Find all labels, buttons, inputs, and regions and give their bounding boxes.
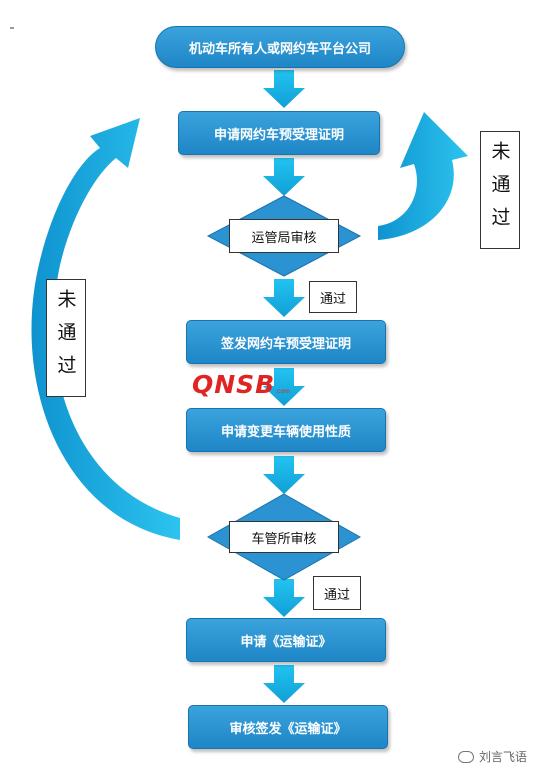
passed-label-2-text: 通过 [323,587,350,603]
failed-label-right-text: 未通过 [488,140,511,240]
review-transport-label-box: 运管局审核 [229,219,339,253]
review-transport-label: 运管局审核 [251,230,317,246]
chat-bubble-icon [458,750,474,763]
down-arrow-2 [263,158,305,196]
review-vehicle-label-box: 车管所审核 [229,521,339,553]
issue-pre-node: 签发网约车预受理证明 [186,320,386,364]
watermark-sub: .com [275,388,290,395]
start-node: 机动车所有人或网约车平台公司 [155,26,405,68]
down-arrow-5 [263,456,305,494]
apply-pre-node: 申请网约车预受理证明 [178,111,380,155]
corner-mark [10,27,14,29]
apply-change-label: 申请变更车辆使用性质 [220,424,351,440]
down-arrow-4 [263,368,305,406]
issue-permit-label: 审核签发《运输证》 [229,721,347,737]
apply-permit-node: 申请《运输证》 [186,618,386,662]
passed-label-2: 通过 [313,576,361,610]
account-tag: 刘言飞语 [458,748,527,765]
issue-permit-node: 审核签发《运输证》 [188,705,388,749]
passed-label-1-text: 通过 [319,291,346,307]
issue-pre-label: 签发网约车预受理证明 [220,336,351,352]
left-loop-arrow [31,118,180,540]
watermark-main: QNSB [192,370,276,399]
right-loop-arrow [378,112,468,240]
start-node-label: 机动车所有人或网约车平台公司 [188,41,371,57]
apply-change-node: 申请变更车辆使用性质 [186,408,386,452]
apply-permit-label: 申请《运输证》 [240,634,332,650]
review-vehicle-label: 车管所审核 [251,531,317,547]
down-arrow-7 [263,665,305,703]
down-arrow-3 [263,279,305,317]
apply-pre-label: 申请网约车预受理证明 [213,127,344,143]
down-arrow-1 [263,70,305,108]
passed-label-1: 通过 [309,281,357,313]
account-name: 刘言飞语 [479,750,528,764]
down-arrow-6 [263,579,305,617]
failed-label-left: 未通过 [46,279,86,397]
failed-label-left-text: 未通过 [54,288,77,388]
watermark-logo: QNSB.com [192,370,290,399]
failed-label-right: 未通过 [480,131,520,249]
